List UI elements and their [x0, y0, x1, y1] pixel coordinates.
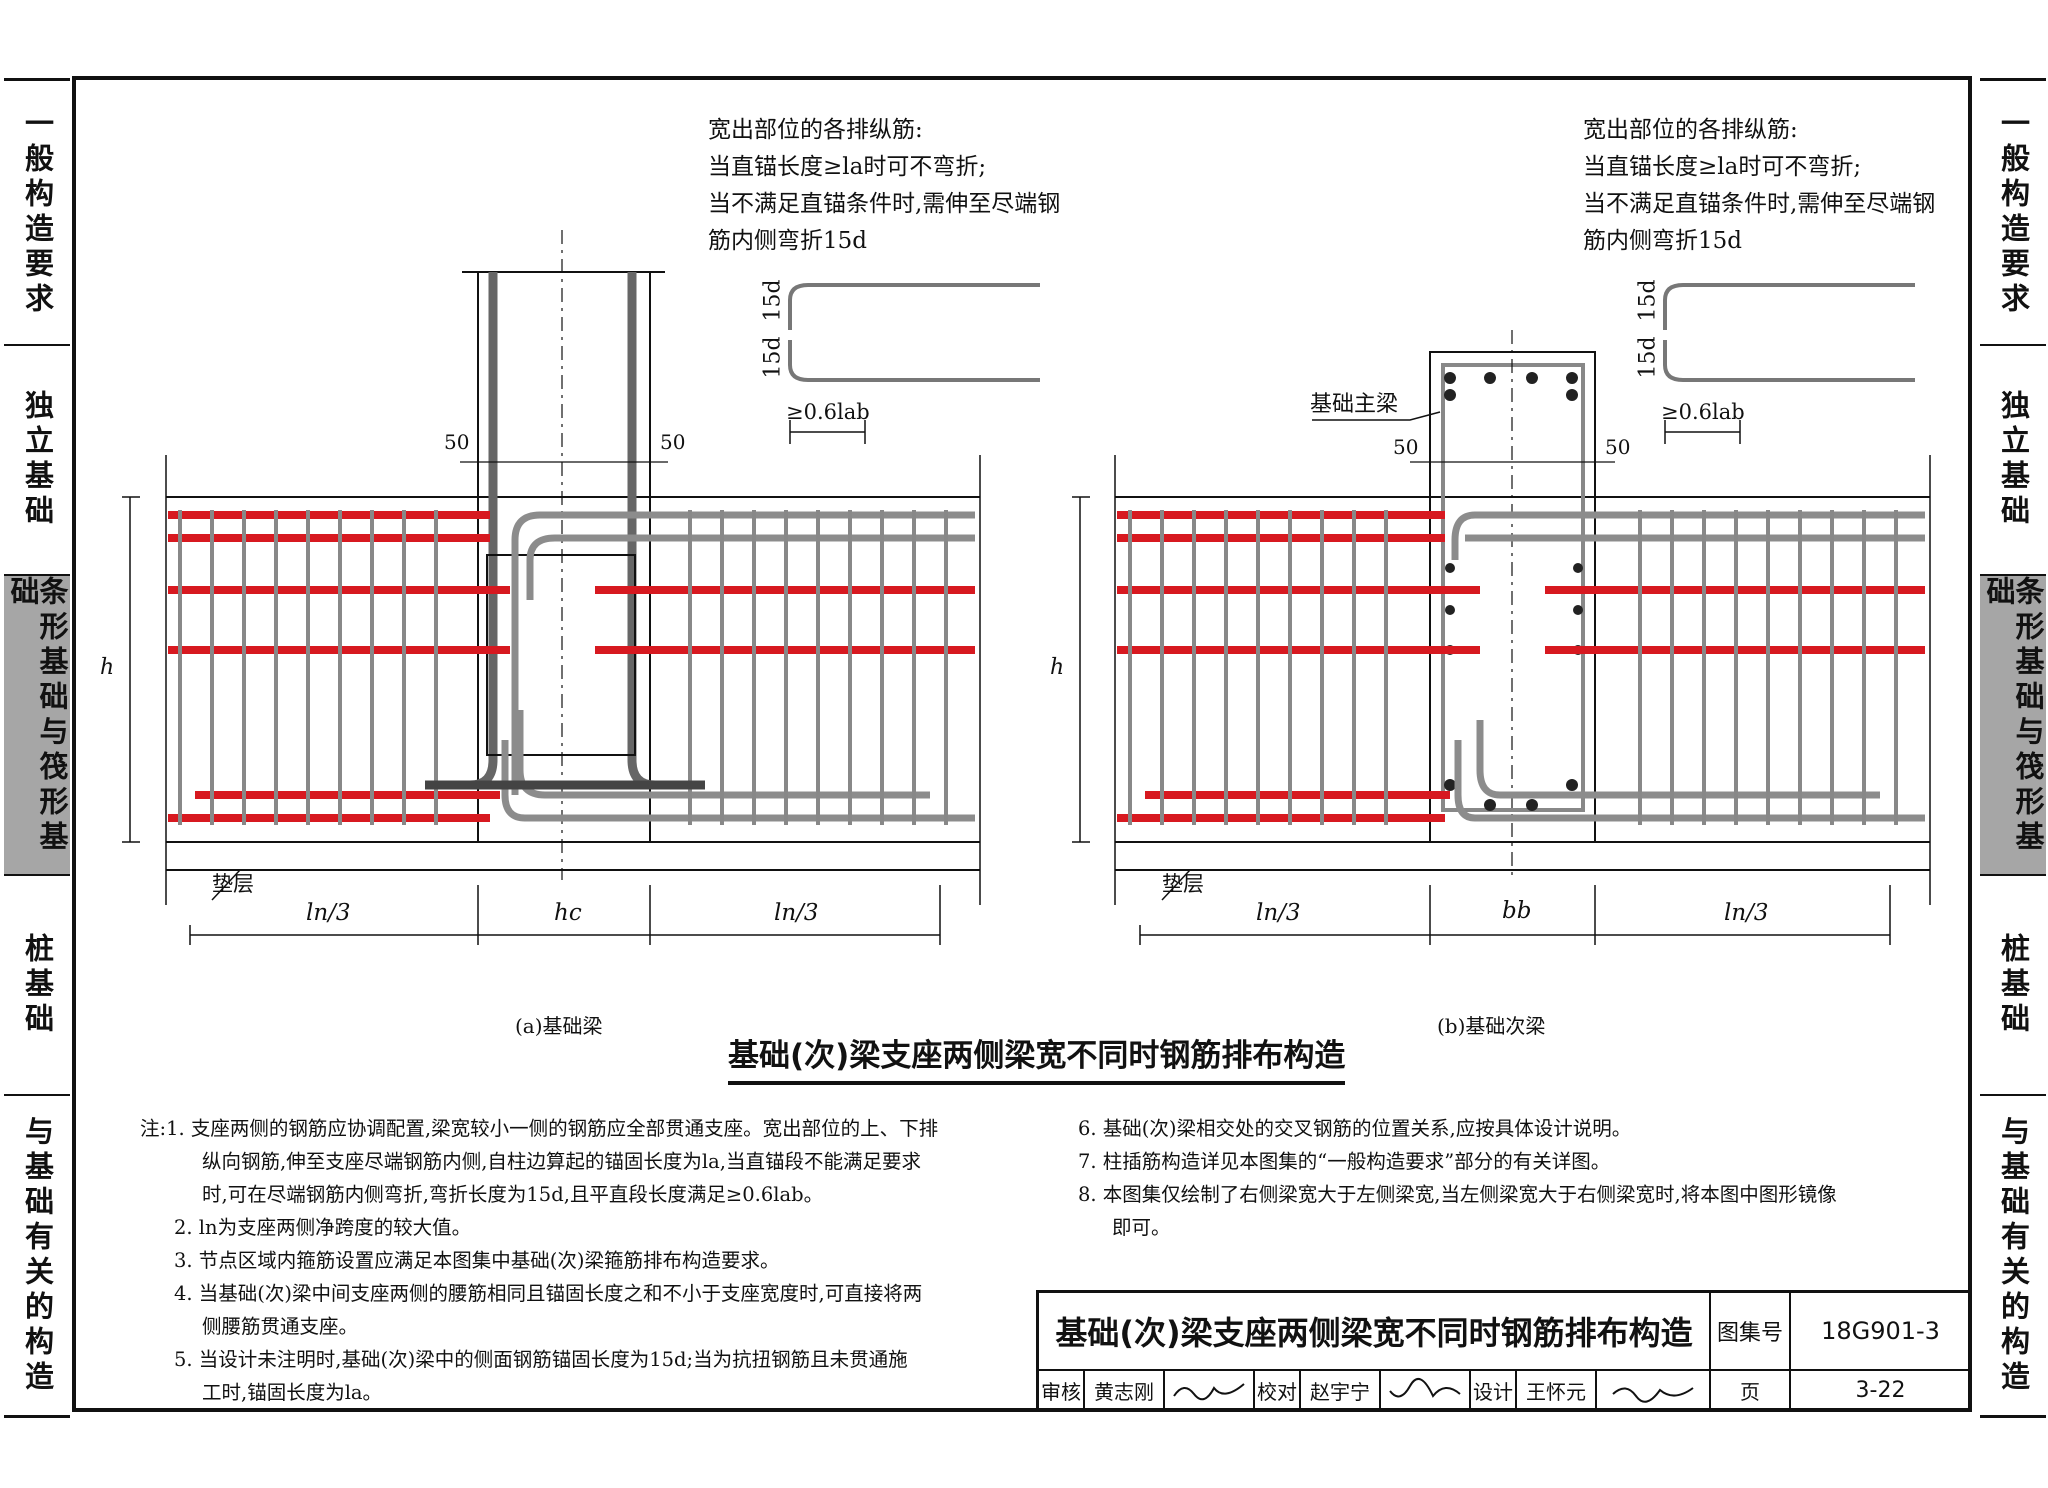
dim-bb: bb [1502, 898, 1532, 924]
checker-signature [1381, 1371, 1471, 1412]
tab-pile-foundation[interactable]: 桩基础 [4, 876, 70, 1096]
bend-bottom-label: 15d [760, 336, 786, 379]
bend-bottom-label: 15d [1635, 336, 1661, 379]
left-tab-strip: 一般构造要求 独立基础 条形基础与筏形基础 桩基础 与基础有关的构造 [4, 78, 70, 1418]
title-block-title: 基础(次)梁支座两侧梁宽不同时钢筋排布构造 [1039, 1293, 1711, 1371]
reviewer-signature [1165, 1371, 1255, 1412]
title-block: 基础(次)梁支座两侧梁宽不同时钢筋排布构造 图集号 18G901-3 审核 黄志… [1036, 1290, 1972, 1412]
reviewer-name: 黄志刚 [1085, 1371, 1165, 1412]
atlas-number: 18G901-3 [1791, 1293, 1972, 1371]
callout-text-a: 宽出部位的各排纵筋: 当直锚长度≥la时可不弯折; 当不满足直锚条件时,需伸至尽… [708, 117, 1061, 254]
check-label: 校对 [1255, 1371, 1301, 1412]
cushion-label: 垫层 [1162, 872, 1204, 896]
designer-signature [1597, 1371, 1711, 1412]
tab-pile-foundation[interactable]: 桩基础 [1980, 876, 2046, 1096]
diagram-b [1072, 283, 1931, 945]
cushion-label: 垫层 [212, 872, 254, 896]
figure-title: 基础(次)梁支座两侧梁宽不同时钢筋排布构造 [728, 1030, 1346, 1085]
dim-50-left: 50 [444, 430, 470, 454]
height-label: h [1050, 655, 1065, 680]
height-label: h [100, 655, 115, 680]
tab-related-details[interactable]: 与基础有关的构造 [20, 1115, 55, 1396]
review-label: 审核 [1039, 1371, 1085, 1412]
dim-ln3-right: ln/3 [774, 900, 819, 926]
notes-left: 注:1. 支座两侧的钢筋应协调配置,梁宽较小一侧的钢筋应全部贯通支座。宽出部位的… [140, 1117, 939, 1404]
atlas-label: 图集号 [1711, 1293, 1791, 1371]
tab-isolated-foundation[interactable]: 独立基础 [1980, 346, 2046, 576]
design-label: 设计 [1471, 1371, 1517, 1412]
callout-text-b: 宽出部位的各排纵筋: 当直锚长度≥la时可不弯折; 当不满足直锚条件时,需伸至尽… [1583, 117, 1936, 254]
page-number: 3-22 [1791, 1371, 1972, 1412]
dim-ln3-left: ln/3 [1256, 900, 1301, 926]
tab-general[interactable]: 一般构造要求 [1980, 81, 2046, 346]
dim-ln3-right: ln/3 [1724, 900, 1769, 926]
dim-50-left: 50 [1393, 435, 1419, 459]
dim-hc: hc [554, 900, 582, 926]
main-beam-label: 基础主梁 [1310, 392, 1399, 417]
anchor-length-label: ≥0.6lab [786, 400, 870, 424]
right-tab-strip: 一般构造要求 独立基础 条形基础与筏形基础 桩基础 与基础有关的构造 [1980, 78, 2046, 1418]
tab-general[interactable]: 一般构造要求 [4, 81, 70, 346]
checker-name: 赵宇宁 [1301, 1371, 1381, 1412]
drawing-frame [72, 76, 1972, 1412]
dim-50-right: 50 [1605, 435, 1631, 459]
tab-strip-raft-foundation[interactable]: 条形基础与筏形基础 [1980, 576, 2046, 876]
page-label: 页 [1711, 1371, 1791, 1412]
bend-top-label: 15d [1635, 279, 1661, 322]
tab-strip-raft-foundation[interactable]: 条形基础与筏形基础 [4, 576, 70, 876]
bend-top-label: 15d [760, 279, 786, 322]
anchor-length-label: ≥0.6lab [1661, 400, 1745, 424]
tab-related-details[interactable]: 与基础有关的构造 [1996, 1115, 2031, 1396]
caption-b: (b)基础次梁 [1437, 1014, 1546, 1038]
dim-ln3-left: ln/3 [306, 900, 351, 926]
designer-name: 王怀元 [1517, 1371, 1597, 1412]
notes-right: 6. 基础(次)梁相交处的交叉钢筋的位置关系,应按具体设计说明。 7. 柱插筋构… [1078, 1117, 1837, 1239]
diagram-a [122, 230, 1040, 945]
dim-50-right: 50 [660, 430, 686, 454]
caption-a: (a)基础梁 [515, 1014, 603, 1038]
tab-isolated-foundation[interactable]: 独立基础 [4, 346, 70, 576]
